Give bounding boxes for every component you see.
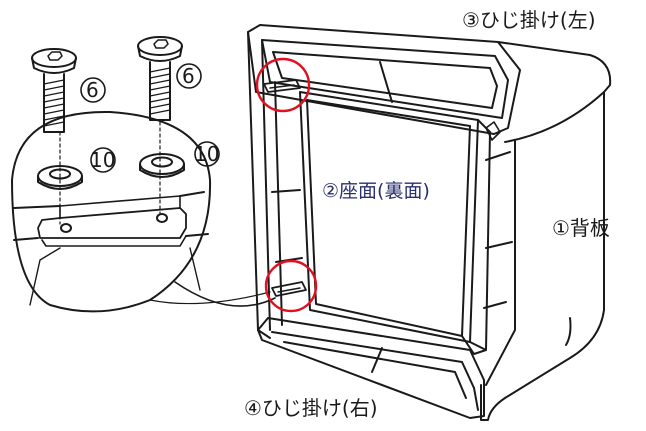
count-circle-icon <box>90 147 116 173</box>
bolt-icon <box>31 48 77 133</box>
label-armrest-left: ③ひじ掛け(左) <box>462 8 596 32</box>
label-seat-back: ②座面(裏面) <box>322 180 430 202</box>
label-backboard: ①背板 <box>552 216 610 240</box>
label-armrest-right: ④ひじ掛け(右) <box>244 396 378 420</box>
washer-icon <box>37 165 83 190</box>
armrest-left <box>247 24 521 135</box>
washer-count-1: 10 <box>90 148 116 172</box>
backboard-inner-edge <box>504 91 605 143</box>
seat-panel <box>299 91 479 343</box>
washer-icon <box>139 153 185 178</box>
count-circle-icon <box>80 77 106 103</box>
backboard-panel <box>480 41 612 421</box>
bolt-icon <box>137 36 183 121</box>
count-circle-icon <box>176 63 202 89</box>
callout-circle-icon <box>255 57 311 113</box>
hinge-plate <box>37 207 187 239</box>
callout-circle-icon <box>264 259 318 313</box>
bolt-count-1: 6 <box>86 78 99 102</box>
bolt-count-2: 6 <box>182 64 195 88</box>
hinge-top <box>263 79 301 93</box>
washer-count-2: 10 <box>194 142 220 166</box>
armrest-right <box>257 317 485 419</box>
hinge-bottom <box>271 281 307 297</box>
detail-callout-circle <box>11 110 212 313</box>
count-circle-icon <box>194 141 220 167</box>
